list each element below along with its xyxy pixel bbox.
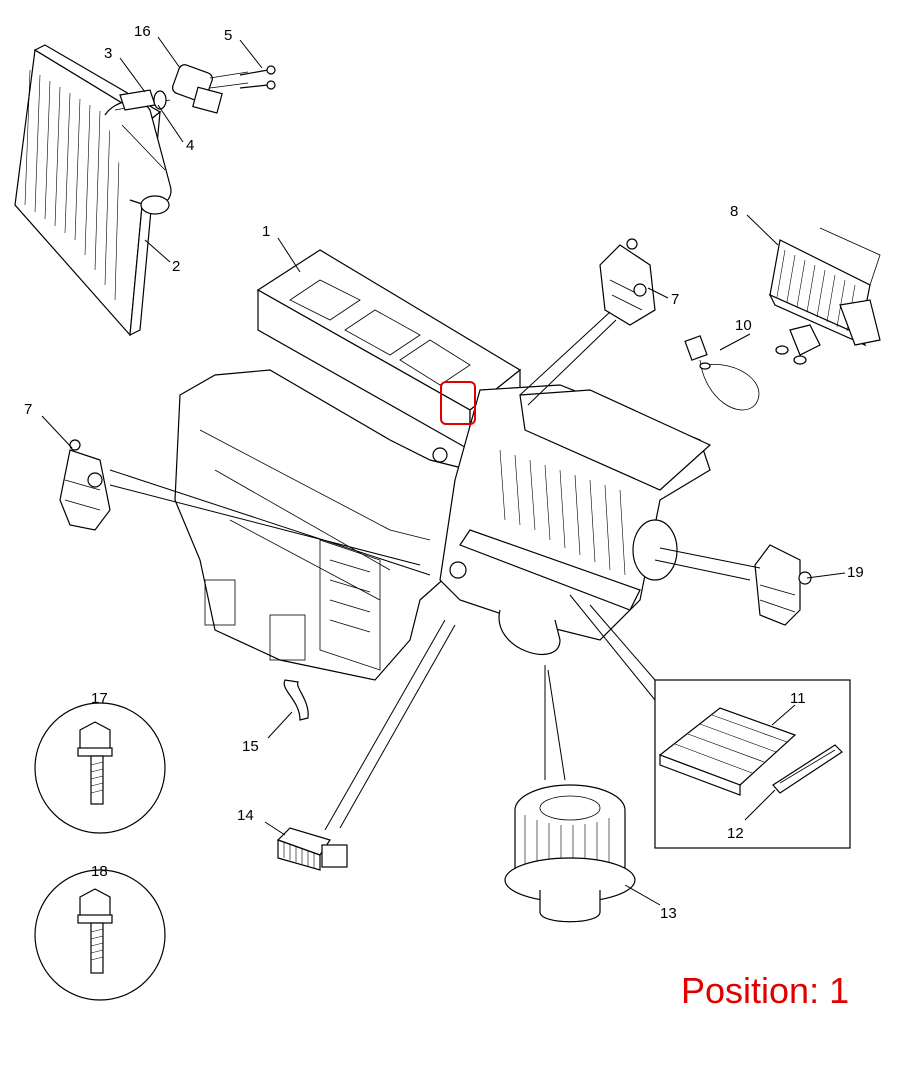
filter-cover[interactable]	[772, 744, 843, 794]
callout-10: 10	[735, 317, 752, 334]
callout-12: 12	[727, 825, 744, 842]
filter-inset-box	[654, 679, 851, 849]
heater-core[interactable]	[14, 44, 172, 337]
callout-18: 18	[91, 863, 108, 880]
callout-2: 2	[172, 258, 180, 275]
hvac-housing[interactable]	[174, 249, 712, 681]
callout-5: 5	[224, 27, 232, 44]
callout-16: 16	[134, 23, 151, 40]
callout-4: 4	[186, 137, 194, 154]
callout-3: 3	[104, 45, 112, 62]
cabin-filter[interactable]	[658, 707, 797, 796]
screws-5[interactable]	[239, 65, 276, 90]
blower-resistor[interactable]	[276, 827, 348, 871]
position-label: Position: 1	[681, 970, 850, 1011]
drain-hose[interactable]	[283, 679, 309, 721]
valve-assembly[interactable]	[119, 63, 249, 114]
callout-11: 11	[790, 690, 806, 707]
callout-7-top: 7	[671, 291, 679, 308]
callout-15: 15	[242, 738, 259, 755]
highlight-box	[440, 381, 476, 425]
actuator-7-top[interactable]	[599, 238, 656, 326]
callout-13: 13	[660, 905, 677, 922]
actuator-19[interactable]	[754, 544, 812, 626]
callout-1: 1	[262, 223, 270, 240]
bolt-18-detail[interactable]	[34, 869, 166, 1001]
callout-19: 19	[847, 564, 864, 581]
callout-14: 14	[237, 807, 254, 824]
leader-lines	[41, 36, 846, 906]
evaporator[interactable]	[768, 227, 881, 365]
temperature-sensor[interactable]	[684, 335, 760, 411]
actuator-7-left[interactable]	[59, 439, 111, 531]
callout-7-left: 7	[24, 401, 32, 418]
bolt-17-detail[interactable]	[34, 702, 166, 834]
blower-motor[interactable]	[504, 784, 636, 923]
callout-17: 17	[91, 690, 108, 707]
callout-8: 8	[730, 203, 738, 220]
